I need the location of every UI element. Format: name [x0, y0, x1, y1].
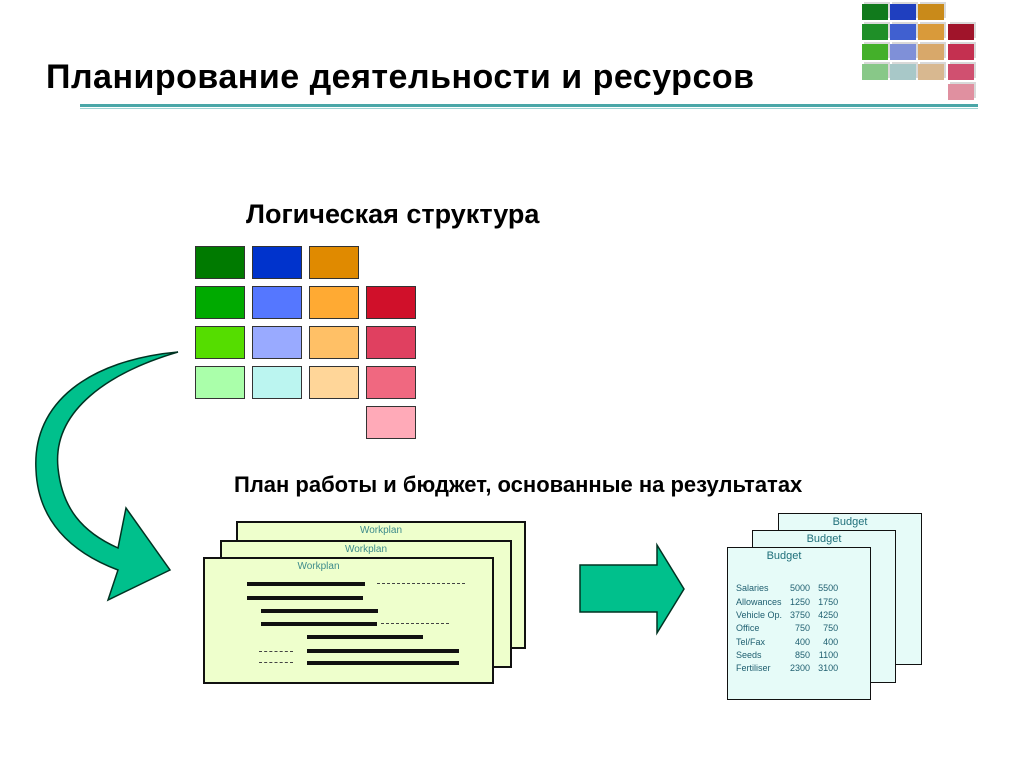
budget-item: Seeds — [736, 649, 762, 660]
task-bar — [261, 622, 377, 626]
budget-value: 750 — [823, 623, 839, 634]
table-row: Allowances 1250 1750 — [736, 595, 838, 608]
grid-cell — [252, 326, 302, 359]
table-row: Vehicle Op. 3750 4250 — [736, 609, 838, 622]
task-bar — [307, 649, 459, 653]
dashed-line — [377, 583, 465, 584]
curved-arrow — [35, 351, 179, 602]
budget-value: 5500 — [818, 583, 839, 594]
logical-structure-grid — [195, 246, 420, 442]
budget-sheet-front: Budget Salaries 5000 5500 Allowances 1250 17… — [727, 547, 871, 700]
grid-cell — [252, 286, 302, 319]
budget-item: Vehicle Op. — [736, 609, 783, 620]
dashed-line — [259, 662, 293, 663]
budget-value: 850 — [795, 649, 811, 660]
grid-cell — [366, 286, 416, 319]
workplan-sheet-front: Workplan — [203, 557, 494, 684]
budget-item: Salaries — [736, 583, 769, 594]
table-row: Seeds 850 1100 — [736, 648, 838, 661]
budget-value: 400 — [823, 636, 839, 647]
budget-table: Salaries 5000 5500 Allowances 1250 1750 Vehi… — [736, 582, 838, 675]
logo-block — [918, 24, 944, 40]
task-bar — [307, 635, 423, 639]
table-row: Tel/Fax 400 400 — [736, 635, 838, 648]
budget-sheet-title: Budget — [832, 516, 868, 528]
budget-value: 3100 — [818, 663, 839, 674]
title-underline-thin — [80, 108, 978, 109]
logical-structure-label: Логическая структура — [246, 199, 540, 229]
workplan-sheet-title: Workplan — [297, 561, 340, 572]
budget-value: 750 — [795, 623, 811, 634]
logo-block — [918, 64, 944, 80]
grid-cell — [195, 286, 245, 319]
table-row: Fertiliser 2300 3100 — [736, 662, 838, 675]
budget-value: 5000 — [790, 583, 811, 594]
budget-item: Fertiliser — [736, 663, 771, 674]
budget-value: 3750 — [790, 609, 811, 620]
task-bar — [307, 661, 459, 665]
right-arrow — [579, 542, 685, 636]
grid-cell — [366, 406, 416, 439]
grid-cell — [309, 246, 359, 279]
logo-block — [862, 44, 888, 60]
grid-cell — [195, 366, 245, 399]
table-row: Salaries 5000 5500 — [736, 582, 838, 595]
grid-cell — [252, 366, 302, 399]
plan-budget-label: План работы и бюджет, основанные на резу… — [234, 472, 803, 497]
logo-block — [862, 64, 888, 80]
budget-item: Allowances — [736, 596, 782, 607]
task-bar — [261, 609, 378, 613]
budget-value: 4250 — [818, 609, 839, 620]
budget-item: Office — [736, 623, 760, 634]
logo-block — [918, 4, 944, 20]
budget-value: 400 — [795, 636, 811, 647]
logo-block — [890, 4, 916, 20]
grid-cell — [366, 366, 416, 399]
grid-cell — [309, 366, 359, 399]
logo-block — [890, 44, 916, 60]
logo-blocks — [860, 2, 980, 102]
workplan-sheet-title: Workplan — [359, 525, 403, 536]
budget-value: 2300 — [790, 663, 811, 674]
workplan-sheet-title: Workplan — [344, 544, 388, 555]
grid-cell — [366, 326, 416, 359]
dashed-line — [381, 623, 449, 624]
logo-block — [862, 4, 888, 20]
grid-cell — [309, 326, 359, 359]
budget-sheet-title: Budget — [766, 550, 802, 562]
budget-value: 1100 — [818, 649, 839, 660]
grid-cell — [309, 286, 359, 319]
title-underline — [80, 104, 978, 107]
logo-block — [890, 64, 916, 80]
task-bar — [247, 596, 363, 600]
grid-cell — [195, 326, 245, 359]
task-bar — [247, 582, 365, 586]
budget-value: 1250 — [790, 596, 811, 607]
grid-cell — [195, 246, 245, 279]
logo-block — [890, 24, 916, 40]
budget-sheet-title: Budget — [806, 533, 842, 545]
logo-block — [918, 44, 944, 60]
table-row: Office 750 750 — [736, 622, 838, 635]
dashed-line — [259, 651, 293, 652]
logo-block — [862, 24, 888, 40]
page-title: Планирование деятельности и ресурсов — [46, 58, 755, 96]
logo-block — [948, 84, 974, 100]
budget-value: 1750 — [818, 596, 839, 607]
grid-cell — [252, 246, 302, 279]
logo-block — [948, 24, 974, 40]
logo-block — [948, 44, 974, 60]
budget-item: Tel/Fax — [736, 636, 766, 647]
logo-block — [948, 64, 974, 80]
